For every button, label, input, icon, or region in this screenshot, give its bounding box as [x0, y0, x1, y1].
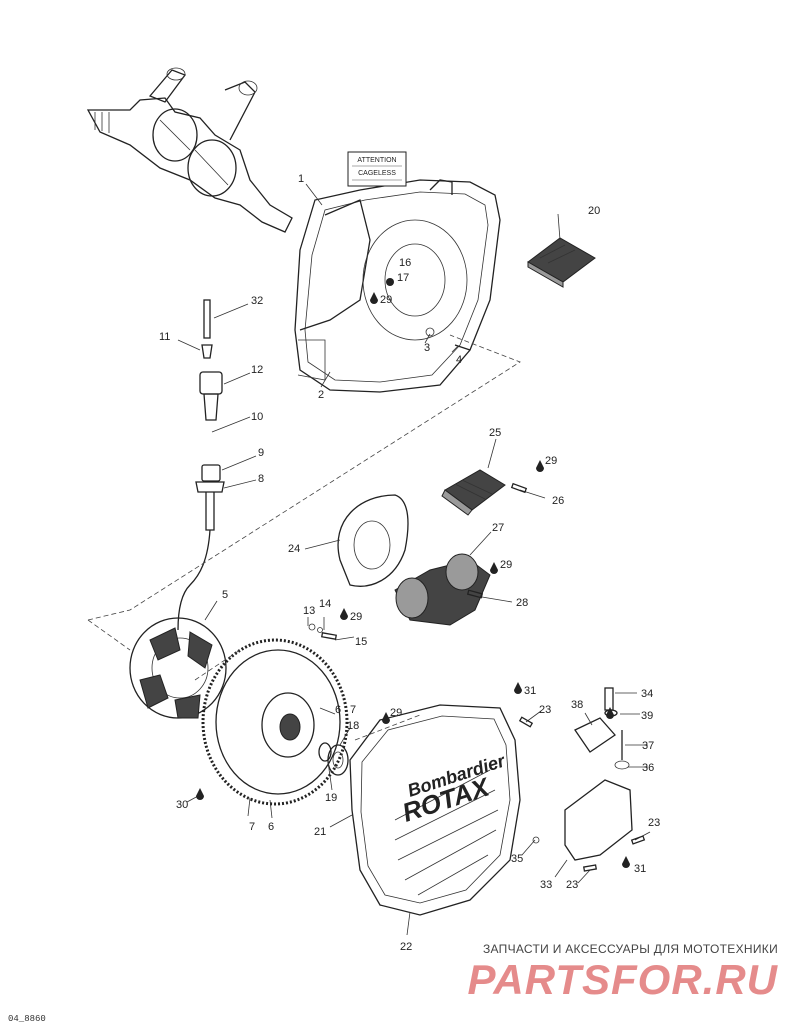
trigger-plate-illustration [337, 494, 409, 587]
sealant-drop-icon [490, 562, 498, 574]
callout: 39 [641, 710, 653, 722]
callout: 15 [355, 636, 367, 648]
callout: 29 [500, 559, 512, 571]
callout: 14 [319, 598, 331, 610]
callout: 11 [159, 331, 170, 343]
sealant-drop-icon [196, 788, 204, 800]
callout: 9 [258, 447, 264, 459]
callout: 3 [424, 342, 430, 354]
decal-line1: ATTENTION [357, 157, 396, 164]
sealant-drop-icon [340, 608, 348, 620]
attention-decal: ATTENTION CAGELESS [347, 151, 407, 187]
fastener-icons [196, 292, 646, 872]
callout: 30 [176, 799, 188, 811]
callout: 31 [634, 863, 646, 875]
callout: 31 [524, 685, 536, 697]
callout: 23 [648, 817, 660, 829]
callout: 7 [350, 704, 356, 716]
seal-illustration [318, 742, 349, 776]
callout: 22 [400, 941, 412, 953]
callout: 16 [399, 257, 411, 269]
callout: 29 [350, 611, 362, 623]
assembly-lines [87, 334, 521, 741]
callout: 34 [641, 688, 653, 700]
callout: 29 [380, 294, 392, 306]
sealant-drop-icon [536, 460, 544, 472]
callout: 27 [492, 522, 504, 534]
sealant-drop-icon [514, 682, 522, 694]
callout: 35 [511, 853, 523, 865]
callout: 6 [335, 704, 341, 716]
gasket-pad-illustration [527, 237, 596, 288]
crankshaft-illustration [86, 67, 293, 233]
callout: 36 [642, 762, 654, 774]
watermark-caption: ЗАПЧАСТИ И АКСЕССУАРЫ ДЛЯ МОТОТЕХНИКИ [482, 942, 778, 956]
callout: 10 [251, 411, 263, 423]
callout: 8 [258, 473, 264, 485]
charging-coil-illustration [394, 553, 491, 626]
callout: 18 [347, 720, 359, 732]
callout: 21 [314, 826, 326, 838]
decal-line2: CAGELESS [358, 170, 396, 177]
callout: 33 [540, 879, 552, 891]
callout: 2 [318, 389, 324, 401]
callout: 1 [298, 173, 304, 185]
callout: 28 [516, 597, 528, 609]
callout: 29 [545, 455, 557, 467]
drawing-code: 04_8860 [8, 1014, 46, 1024]
leader-lines [177, 183, 651, 936]
callout: 19 [325, 792, 337, 804]
callout: 5 [222, 589, 228, 601]
callout: 12 [251, 364, 263, 376]
stator-illustration [129, 617, 227, 719]
callout: 25 [489, 427, 501, 439]
watermark-brand: PARTSFOR.RU [467, 956, 778, 1003]
callout: 23 [566, 879, 578, 891]
callout: 37 [642, 740, 654, 752]
sealant-drop-icon [370, 292, 378, 304]
callout-labels: 1 2 3 4 5 6 6 7 7 8 9 10 11 12 13 14 15 … [159, 173, 660, 953]
sealant-drop-icon [622, 856, 630, 868]
cover-illustration [349, 704, 521, 916]
callout: 13 [303, 605, 315, 617]
callout: 26 [552, 495, 564, 507]
ignition-coil-illustration [441, 469, 506, 516]
callout: 24 [288, 543, 300, 555]
magneto-housing-illustration [294, 179, 501, 393]
callout: 17 [397, 272, 409, 284]
sensor-stack-illustration [177, 299, 225, 631]
sealant-drop-icon [382, 712, 390, 724]
sealant-drop-icon [606, 707, 614, 719]
callout: 23 [539, 704, 551, 716]
callout: 32 [251, 295, 263, 307]
callout: 20 [588, 205, 600, 217]
callout: 29 [390, 707, 402, 719]
flywheel-illustration [201, 638, 349, 806]
callout: 4 [456, 354, 462, 366]
callout: 6 [268, 821, 274, 833]
callout: 38 [571, 699, 583, 711]
callout: 7 [249, 821, 255, 833]
